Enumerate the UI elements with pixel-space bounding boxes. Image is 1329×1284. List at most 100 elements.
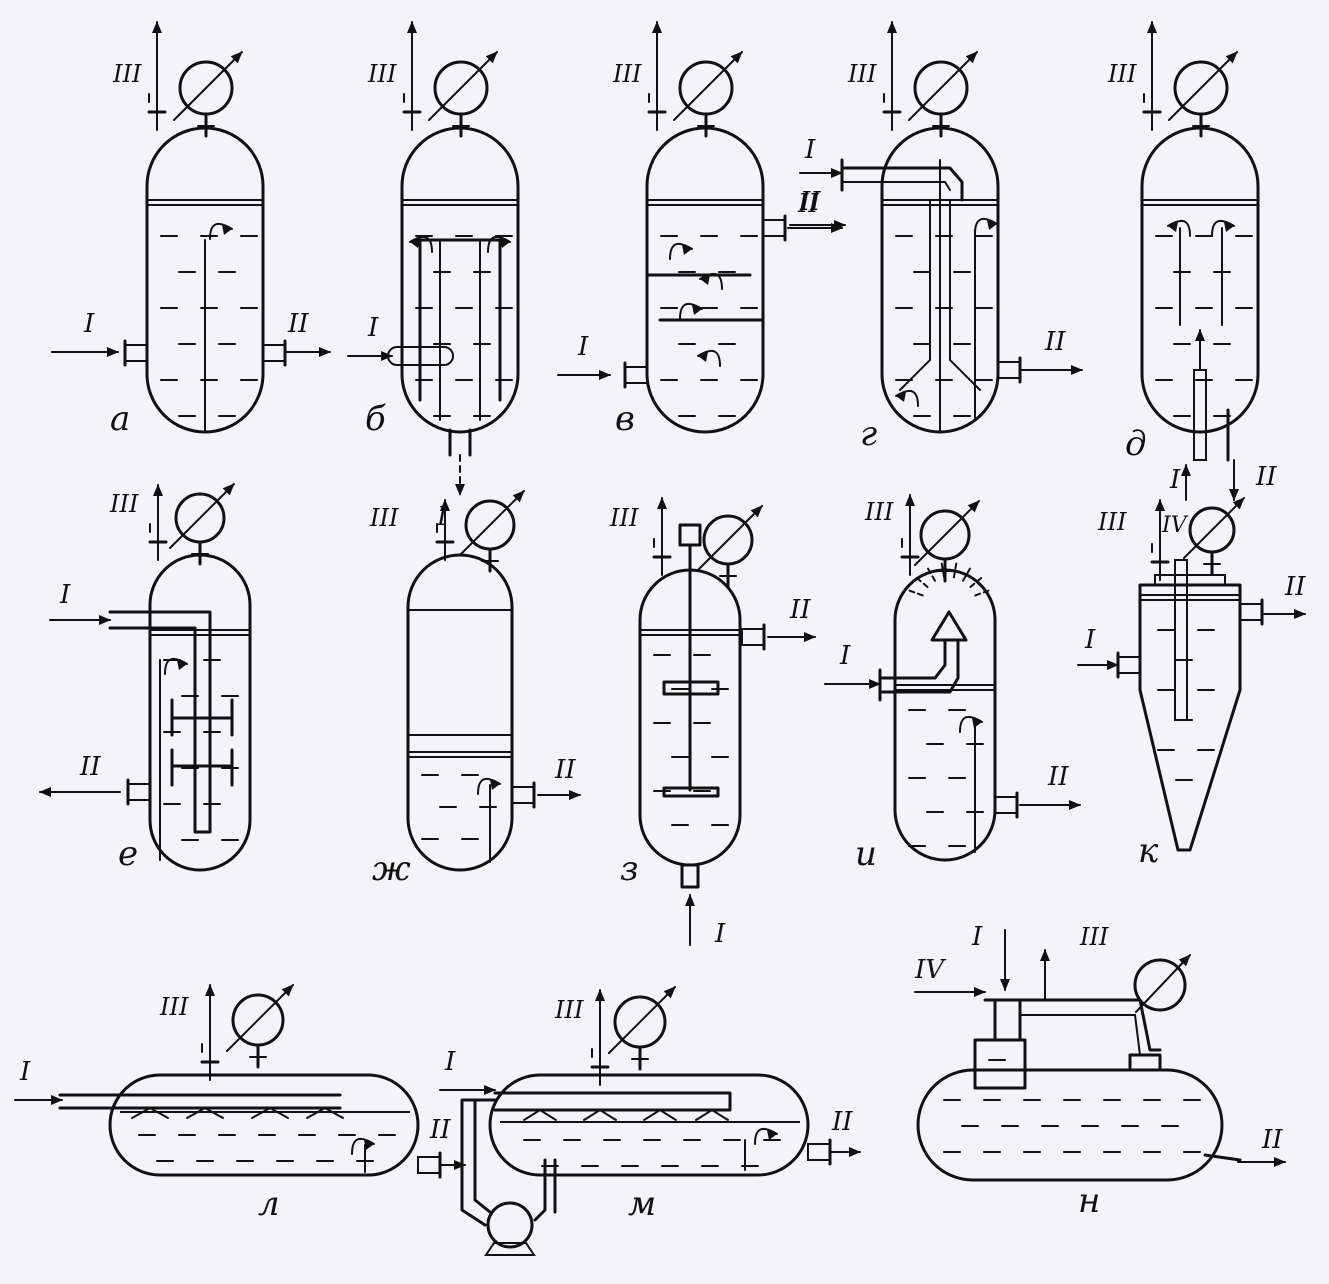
details-b: I <box>347 235 511 496</box>
nozzle <box>124 344 148 362</box>
variant-label-z: з <box>620 849 639 889</box>
vessel-shell <box>1138 583 1242 852</box>
vessel-shell <box>1140 126 1260 434</box>
liquid-dashes <box>138 1134 396 1162</box>
outlet-pipe <box>1203 1153 1242 1162</box>
inlet-pipe <box>878 638 960 694</box>
tray <box>645 273 765 322</box>
distributor <box>170 698 234 787</box>
gas-outlet-valve <box>652 497 672 576</box>
gas-pipe <box>983 998 1162 1052</box>
stream-label-IV: IV <box>914 955 946 985</box>
inner-tube <box>418 238 502 402</box>
nozzle <box>127 783 151 801</box>
inlet-pipe <box>493 1091 732 1112</box>
stream-label-I: I <box>971 922 983 952</box>
gas-outlet-valve <box>200 984 220 1081</box>
pressure-gauge-icon <box>226 984 294 1069</box>
stream-label-III: III <box>1097 508 1127 536</box>
vessel-shell <box>638 568 742 867</box>
variant-label-l: л <box>258 1184 280 1224</box>
pressure-gauge-icon <box>697 505 763 588</box>
flow-arrow <box>164 657 188 675</box>
variant-label-m: м <box>628 1184 656 1224</box>
gas-outlet-valve <box>647 21 667 131</box>
stream-label-I: I <box>577 332 589 362</box>
nozzle <box>807 1143 831 1161</box>
flow-arrow <box>1211 219 1235 237</box>
liquid-dashes <box>523 1139 781 1167</box>
mesh-pad <box>407 609 513 736</box>
pressure-gauge-icon <box>608 986 676 1071</box>
spray <box>908 562 990 597</box>
liquid-dashes <box>1157 629 1215 781</box>
variant-label-b: б <box>365 399 386 439</box>
stream-label-I: I <box>83 309 95 339</box>
variant-label-d: д <box>1125 424 1147 464</box>
stream-label-II: II <box>831 1107 853 1137</box>
stream-label-II: II <box>1261 1125 1283 1155</box>
variant-label-e: е <box>118 834 138 874</box>
gas-outlet-valve <box>882 21 902 131</box>
inlet-pipe <box>58 1093 342 1110</box>
stream-label-I: I <box>367 313 379 343</box>
pressure-gauge-icon <box>1168 51 1238 138</box>
gas-outlet-valve <box>148 484 168 561</box>
stream-label-III: III <box>369 504 399 532</box>
inlet-pipe <box>841 181 951 191</box>
stream-label-III: III <box>1079 923 1109 951</box>
stream-label-II: II <box>799 187 821 217</box>
liquid-dashes <box>1155 235 1253 417</box>
pressure-gauge-icon <box>914 500 980 583</box>
dome <box>1128 1053 1162 1072</box>
liquid-dashes <box>415 235 513 417</box>
variant-label-g: г <box>860 414 877 454</box>
nozzle <box>511 786 535 804</box>
inner-tube <box>439 239 481 421</box>
distributor-nozzle <box>251 1106 289 1119</box>
stream-label-III: III <box>367 60 397 88</box>
stream-label-III: III <box>612 60 642 88</box>
separator-d: III д <box>1107 21 1260 464</box>
stream-label-II: II <box>1255 462 1277 492</box>
gas-outlet-valve <box>1150 499 1170 581</box>
stream-label-II: II <box>554 755 576 785</box>
liquid-dashes <box>163 659 239 841</box>
riser-pipe <box>993 998 1022 1042</box>
stream-label-III: III <box>609 504 639 532</box>
stream-label-I: I <box>444 1047 456 1077</box>
pressure-gauge-icon <box>1133 958 1187 1012</box>
nozzle <box>417 1156 441 1174</box>
variant-label-i: и <box>855 834 877 874</box>
vessel-shell <box>145 126 265 434</box>
flow-arrow <box>959 715 983 733</box>
gas-pipe <box>1019 1014 1141 1056</box>
variant-label-zh: ж <box>372 849 411 889</box>
flow-arrow <box>487 235 511 253</box>
stream-label-I: I <box>839 641 851 671</box>
nozzle <box>262 344 286 362</box>
vessel-shell <box>488 1073 810 1177</box>
distributor-nozzle <box>131 1106 169 1119</box>
vessel-shell <box>916 1068 1224 1182</box>
gas-outlet-valve <box>590 989 610 1086</box>
gas-outlet-valve <box>435 499 455 561</box>
vessel-shell <box>148 553 252 872</box>
liquid-dashes <box>908 709 984 847</box>
flow-arrow <box>895 389 919 407</box>
flow-arrow <box>697 349 721 367</box>
stream-label-IV: IV <box>1161 513 1189 538</box>
recycle-pipe <box>460 1098 497 1227</box>
gas-outlet-valve <box>900 494 920 576</box>
pressure-gauge-icon <box>1183 497 1245 576</box>
stream-label-III: III <box>1107 60 1137 88</box>
